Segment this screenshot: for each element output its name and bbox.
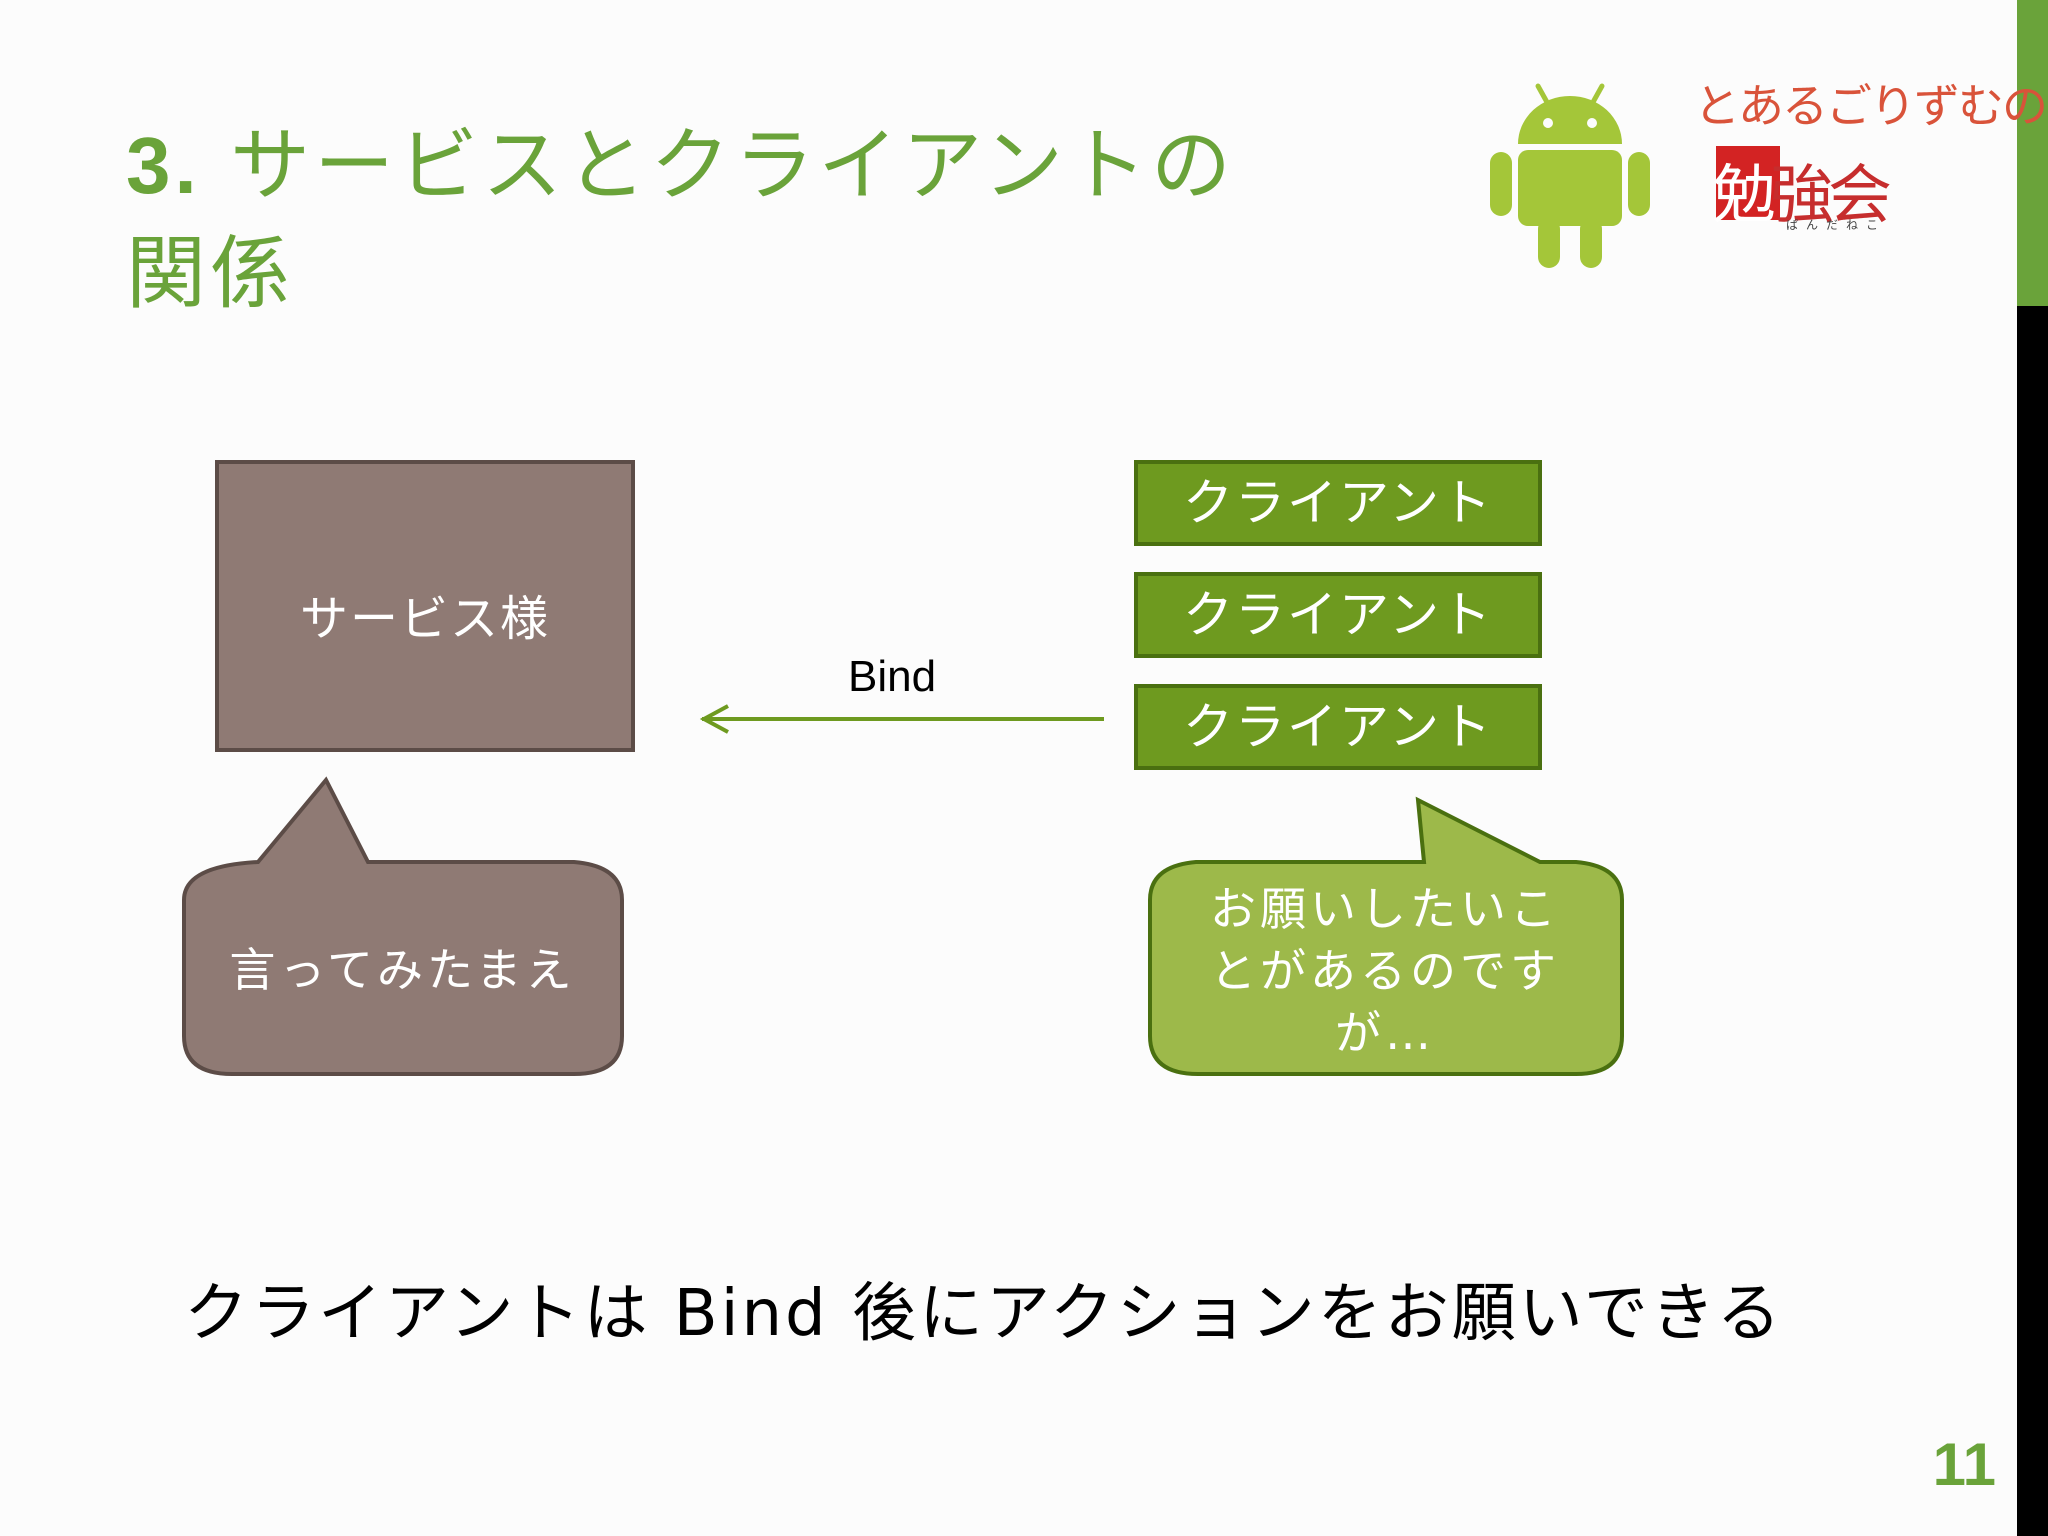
- bind-label: Bind: [848, 652, 937, 701]
- logo-line-2: 勉強会: [1712, 144, 1892, 236]
- client-box-2: クライアント: [1134, 572, 1542, 658]
- client-box-3: クライアント: [1134, 684, 1542, 770]
- logo-subtitle: ぱんだねこ: [1786, 218, 1887, 232]
- title-line-2: 関係: [126, 227, 294, 320]
- client-callout-text: お願いしたいこ とがあるのです が…: [1210, 882, 1560, 1060]
- title-number: 3.: [126, 121, 201, 210]
- study-group-logo: とあるごりずむの 勉強会 ぱんだねこ: [1690, 70, 2048, 240]
- service-box: サービス様: [215, 460, 635, 752]
- service-callout: [182, 776, 624, 1076]
- client-box-1: クライアント: [1134, 460, 1542, 546]
- service-label: サービス様: [299, 591, 550, 647]
- logo-line-1: とあるごりずむの: [1694, 79, 2048, 133]
- logo-seal-char: 勉: [1712, 159, 1776, 233]
- logo-seal: [1716, 146, 1780, 220]
- android-robot-icon: [1490, 83, 1650, 268]
- logo-line-2-rest: 強会: [1770, 159, 1892, 233]
- slide-caption: クライアントは Bind 後にアクションをお願いできる: [184, 1277, 1784, 1351]
- side-bar: [2017, 306, 2048, 1536]
- slide-title: 3. サービスとクライアントの 関係: [126, 112, 1386, 328]
- title-line-1: サービスとクライアントの: [230, 119, 1235, 212]
- accent-bar: [2017, 0, 2048, 306]
- page-number: 11: [1932, 1431, 1996, 1498]
- service-callout-text: 言ってみたまえ: [229, 943, 576, 997]
- client-callout: [1148, 796, 1624, 1076]
- bind-arrow: [699, 704, 1104, 734]
